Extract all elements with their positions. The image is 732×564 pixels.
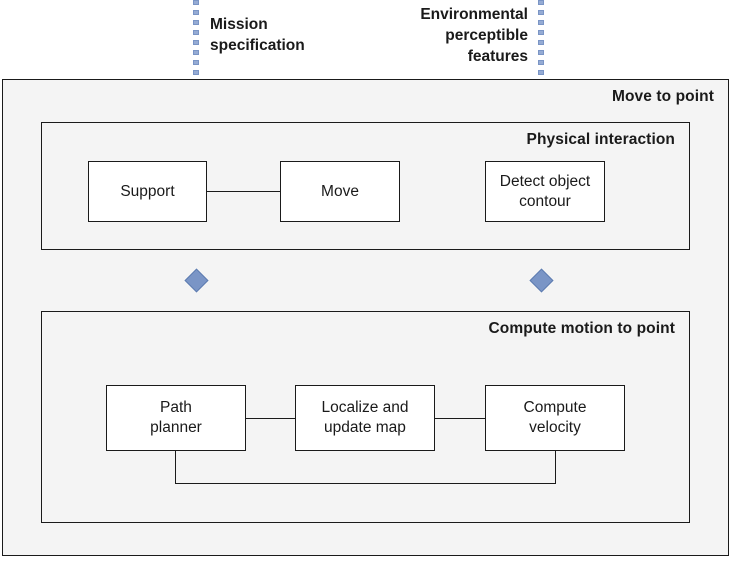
container-title-physical-interaction: Physical interaction xyxy=(526,131,675,148)
input-label-mission-specification: Mission specification xyxy=(210,16,305,54)
input-label-environmental-perceptible-features: Environmental perceptible features xyxy=(420,6,528,65)
connector-localize-to-compute-velocity xyxy=(435,418,486,419)
node-path-planner[interactable]: Path planner xyxy=(106,385,246,451)
node-support[interactable]: Support xyxy=(88,161,207,222)
container-title-move-to-point: Move to point xyxy=(611,88,714,105)
container-title-compute-motion-to-point: Compute motion to point xyxy=(488,320,675,337)
node-detect-object-contour[interactable]: Detect object contour xyxy=(485,161,605,222)
node-move[interactable]: Move xyxy=(280,161,400,222)
node-compute-velocity[interactable]: Compute velocity xyxy=(485,385,625,451)
connector-support-to-move xyxy=(207,191,281,192)
connector-path-planner-to-localize xyxy=(246,418,296,419)
connector-feedback-up-to-path-planner xyxy=(175,450,176,484)
connector-feedback-down-from-compute-velocity xyxy=(555,450,556,484)
connector-feedback-horizontal xyxy=(175,483,556,484)
node-localize-and-update-map[interactable]: Localize and update map xyxy=(295,385,435,451)
